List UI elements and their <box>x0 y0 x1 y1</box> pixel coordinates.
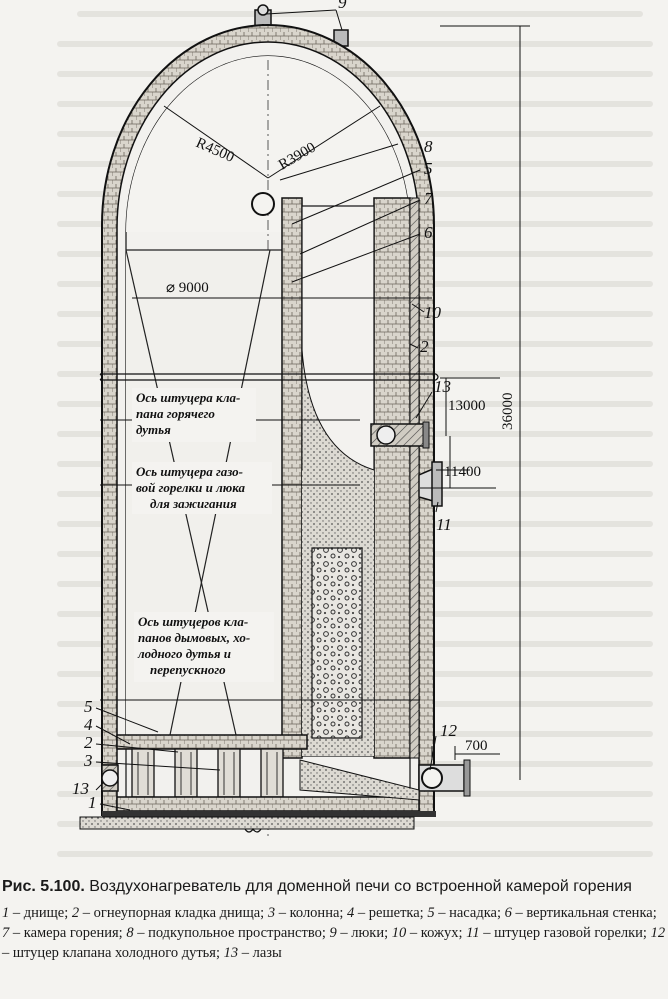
gas-burner-nozzle-11 <box>418 461 443 507</box>
callout-3: 3 <box>83 751 93 770</box>
legend-item: 11 – штуцер газовой горелки; <box>466 925 650 941</box>
callout-8: 8 <box>424 137 433 156</box>
manhole-13 <box>101 421 430 792</box>
callout-13-right: 13 <box>434 377 451 396</box>
figure-title: Рис. 5.100. Воздухонагреватель для домен… <box>2 876 666 897</box>
legend-item-number: 11 <box>466 925 480 941</box>
legend-item: 10 – кожух; <box>392 925 466 941</box>
callout-5: 5 <box>424 159 433 178</box>
legend-item-text: – кожух; <box>406 925 467 941</box>
vertical-wall-6 <box>281 197 411 759</box>
svg-text:пана горячего: пана горячего <box>136 406 215 421</box>
legend-item-text: – лазы <box>238 945 282 961</box>
legend-item-text: – огнеупорная кладка днища; <box>79 905 268 921</box>
legend-item-text: – решетка; <box>354 905 428 921</box>
callout-7: 7 <box>424 189 434 208</box>
legend-item: 12 – штуцер клапана холодного дутья; <box>2 925 665 961</box>
callout-2-top: 2 <box>420 337 429 356</box>
legend-item-number: 4 <box>347 905 355 921</box>
legend-item: 2 – огнеупорная кладка днища; <box>72 905 268 921</box>
svg-text:Ось штуцера газо-: Ось штуцера газо- <box>136 464 243 479</box>
legend-item: 1 – днище; <box>2 905 72 921</box>
legend-item-text: – насадка; <box>434 905 505 921</box>
figure-title-text: Воздухонагреватель для доменной печи со … <box>89 878 632 895</box>
dim-offset-cold: 700 <box>465 738 488 754</box>
legend-item-number: 8 <box>126 925 134 941</box>
cold-blast-nozzle-12 <box>299 759 471 801</box>
callout-10: 10 <box>424 303 442 322</box>
legend-item-number: 3 <box>267 905 276 921</box>
callout-5-bottom: 5 <box>84 697 93 716</box>
dim-height-total: 36000 <box>500 393 516 431</box>
legend-item-text: – штуцер газовой горелки; <box>479 925 651 941</box>
legend-item-number: 6 <box>504 905 512 921</box>
legend-item: 7 – камера горения; <box>2 925 126 941</box>
callout-11: 11 <box>436 515 452 534</box>
note-smoke: Ось штуцеров кла- панов дымовых, хо- лод… <box>134 612 274 682</box>
svg-text:для зажигания: для зажигания <box>150 496 237 511</box>
leader-lines <box>95 9 439 811</box>
legend-item-text: – вертикальная стенка; <box>511 905 657 921</box>
legend-item-text: – штуцер клапана холодного дутья; <box>2 945 224 961</box>
legend-item: 13 – лазы <box>224 945 282 961</box>
legend-item-number: 13 <box>223 945 239 961</box>
dim-height-hot: 13000 <box>448 398 486 414</box>
combustion-chamber-7 <box>301 205 375 757</box>
callout-2-bottom: 2 <box>84 733 93 752</box>
legend-item-text: – люки; <box>336 925 392 941</box>
legend-item-text: – камера горения; <box>9 925 127 941</box>
legend-item: 4 – решетка; <box>347 905 427 921</box>
legend-item-number: 5 <box>427 905 435 921</box>
callout-13-left: 13 <box>72 779 89 798</box>
note-gas-burner: Ось штуцера газо- вой горелки и люка для… <box>132 462 272 514</box>
legend-item: 5 – насадка; <box>427 905 504 921</box>
legend-item-number: 9 <box>329 925 337 941</box>
callout-9: 9 <box>338 0 347 12</box>
legend-item: 8 – подкупольное пространство; <box>126 925 329 941</box>
legend-item: 9 – люки; <box>329 925 391 941</box>
svg-text:перепускного: перепускного <box>150 662 226 677</box>
dim-height-gas: 11400 <box>444 464 481 480</box>
legend-item-text: – подкупольное пространство; <box>133 925 330 941</box>
stove-drawing: R4500 R3900 ⌀ 9000 36000 13000 11400 700… <box>72 0 530 840</box>
svg-text:дутья: дутья <box>136 422 171 437</box>
figure-number: Рис. 5.100. <box>2 878 85 895</box>
svg-text:панов дымовых, хо-: панов дымовых, хо- <box>138 630 250 645</box>
legend-item-number: 7 <box>2 925 10 941</box>
legend-item-number: 10 <box>391 925 407 941</box>
svg-text:лодного дутья и: лодного дутья и <box>137 646 231 661</box>
figure-legend: 1 – днище; 2 – огнеупорная кладка днища;… <box>2 903 666 963</box>
figure-caption: Рис. 5.100. Воздухонагреватель для домен… <box>2 876 666 963</box>
legend-item-number: 2 <box>71 905 80 921</box>
legend-item-text: – колонна; <box>275 905 348 921</box>
svg-text:Ось штуцеров кла-: Ось штуцеров кла- <box>138 614 248 629</box>
legend-item: 3 – колонна; <box>268 905 347 921</box>
callout-12: 12 <box>440 721 458 740</box>
callout-1: 1 <box>88 793 97 812</box>
break-lines <box>99 373 439 381</box>
bottom-1-2 <box>79 796 436 833</box>
legend-item-text: – днище; <box>9 905 72 921</box>
note-hot-blast: Ось штуцера кла- пана горячего дутья <box>132 388 256 442</box>
legend-item-number: 1 <box>2 905 10 921</box>
legend-item: 6 – вертикальная стенка; <box>505 905 657 921</box>
dim-diameter: ⌀ 9000 <box>166 280 209 296</box>
callout-4: 4 <box>84 715 93 734</box>
legend-item-number: 12 <box>650 925 666 941</box>
shell-wall-hatch <box>409 197 420 759</box>
svg-text:Ось штуцера кла-: Ось штуцера кла- <box>136 390 240 405</box>
grid-and-columns <box>116 734 308 798</box>
svg-text:вой горелки и люка: вой горелки и люка <box>136 480 246 495</box>
callout-6: 6 <box>424 223 433 242</box>
